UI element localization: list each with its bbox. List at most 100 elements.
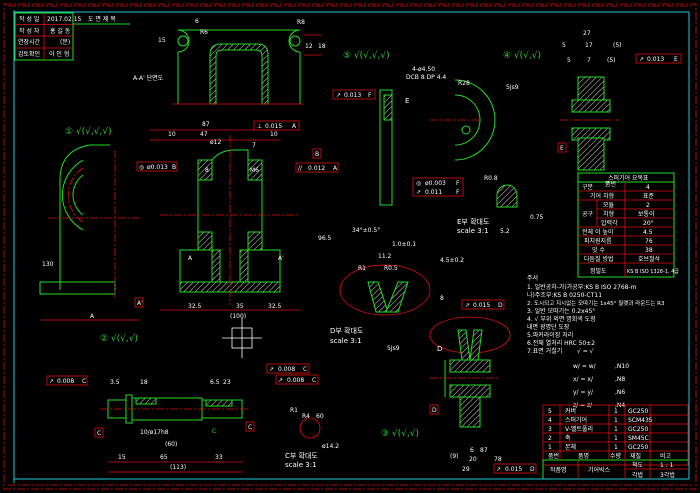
roughness-val: ,N6 xyxy=(615,389,625,396)
datum-a: A' xyxy=(137,300,143,307)
project-name: 기어박스 xyxy=(588,466,611,474)
dim: 7 xyxy=(252,142,256,149)
gear-cell: 잇 수 xyxy=(592,247,605,254)
top-section-view[interactable]: A-A' 단면도 6 15 R6 R8 12 18 xyxy=(133,18,326,105)
scale-label: 척도 xyxy=(632,461,644,469)
dim: 6 xyxy=(195,18,199,25)
dim: R1 xyxy=(358,265,366,272)
scale-value: 1 : 1 xyxy=(660,462,674,469)
tol-value: ø0.003 xyxy=(425,180,446,187)
surface-mark-1: ① √(√,√,√) xyxy=(65,126,112,137)
tol-runout: ↗ xyxy=(278,377,283,384)
gear-cell: 피치원지름 xyxy=(584,237,612,245)
surface-mark-2: ② √(√,√) xyxy=(100,333,138,344)
dim: R28 xyxy=(458,80,470,87)
dim: 8 xyxy=(440,295,444,302)
notes: 주서 1. 일반공차-가)가공부:KS B ISO 2768-m 나)주조부:K… xyxy=(527,274,665,409)
dim: 87 xyxy=(480,447,488,454)
tol-datum: C xyxy=(82,378,86,385)
detail-e-view[interactable]: R0.8 0.75 5.2 E부 확대도 scale 3:1 xyxy=(457,175,544,235)
gear-cell: 표준 xyxy=(643,193,655,200)
parts-cell: 1 xyxy=(548,444,552,451)
roughness: √ = √ xyxy=(577,348,594,355)
parts-cell: 1 xyxy=(614,426,618,433)
dim: 1.0±0.1 xyxy=(392,241,416,248)
gear-cell: 76 xyxy=(645,238,653,245)
gear-cell: 38 xyxy=(645,247,653,254)
parts-cell: 1 xyxy=(614,435,618,442)
detail-d-title: D부 확대도 xyxy=(330,326,364,335)
dim: 7 xyxy=(587,57,591,64)
dim: 33 xyxy=(215,454,223,461)
dim: (9) xyxy=(450,453,459,460)
detail-c-title: C부 확대도 xyxy=(285,451,318,460)
dim: 130 xyxy=(42,261,54,268)
tol-conc: ◎ xyxy=(416,180,421,187)
datum-c: C xyxy=(248,424,252,431)
parts-cell: 5 xyxy=(548,408,552,415)
parts-cell: GC250 xyxy=(628,426,648,433)
parts-footer: 품번 품명 수량 재질 비고 작품명 기어박스 척도 1 : 1 각법 3각법 xyxy=(548,452,675,479)
dim: 20 xyxy=(469,456,477,463)
tol-datum: B xyxy=(172,164,176,171)
datum-d: D xyxy=(432,407,437,414)
tol-datum: E xyxy=(674,56,678,63)
tb-value-review: 이 인 형 xyxy=(49,50,69,58)
parts-cell: GC250 xyxy=(628,408,648,415)
dim: 10 xyxy=(270,131,278,138)
parts-cell: 1 xyxy=(614,444,618,451)
gear-cell: 4.5 xyxy=(643,229,653,236)
tol-runout: ↗ xyxy=(49,378,54,385)
cover-view[interactable]: ⑤ √(√,√,√) 4-ø4.50 DCB 8 DP 4.4 E R28 ↗ … xyxy=(332,50,496,206)
surface-mark-3: ③ √(√,√) xyxy=(381,428,419,439)
section-aa-label: A-A' 단면도 xyxy=(133,74,164,82)
ph: 품명 xyxy=(578,452,589,460)
ph: 품번 xyxy=(548,452,559,460)
tol-value: 0.013 xyxy=(647,56,664,63)
tol-datum: C xyxy=(312,377,316,384)
note-line: 3. 일반 모따기는 0.2x45° xyxy=(527,307,595,315)
dim: 87 xyxy=(202,121,210,128)
gear-cell: 보통이 xyxy=(638,210,655,218)
drawing-border xyxy=(3,3,697,490)
shaft-view[interactable]: ② √(√,√) 3.5 18 6.5 23 10/ø17h8 (60) 15 … xyxy=(46,318,339,473)
tb-value-author: 홍 길 동 xyxy=(50,27,71,35)
dim: 0.75 xyxy=(530,214,544,221)
roughness: x/ = x/ xyxy=(573,376,594,383)
dim: 4.5±0.2 xyxy=(440,257,464,264)
vbelt-pulley-view[interactable]: ③ √(√,√) D 5Js9 78 87 6 (9) 20 29 D ↗ 0.… xyxy=(381,299,537,474)
dim: 6 xyxy=(470,447,474,454)
dim: 18 xyxy=(140,379,148,386)
project-label: 작품명 xyxy=(550,466,567,474)
tb-drawing-title: 도 면 제 목 xyxy=(88,15,116,23)
dim: 15 xyxy=(118,454,126,461)
sprocket-view[interactable]: ④ √(√,√) 27 5 17 (5) 5 7 (5) 5Js9 E ↗ 0.… xyxy=(503,30,682,171)
gear-cell: 정밀도 xyxy=(590,267,607,275)
gear-cell: 20° xyxy=(643,220,654,227)
datum-b: B xyxy=(315,151,319,158)
detail-d-view[interactable]: 34°±0.5° 1.0±0.1 11.2 R0.5 R1 4.5±0.2 8 … xyxy=(330,227,464,345)
gear-cell: 다듬질 방법 xyxy=(584,255,614,263)
detail-c-marker: C xyxy=(212,428,216,435)
detail-e-scale: scale 3:1 xyxy=(457,227,489,235)
tol-value: 0.012 xyxy=(308,165,325,172)
body-front-view[interactable]: ① √(√,√,√) 130 A A' 87 10 47 10 ø12 7 M6 xyxy=(39,120,339,321)
gear-cell: 공구 xyxy=(582,211,594,218)
ph: 비고 xyxy=(660,452,672,460)
surface-mark-5: ⑤ √(√,√,√) xyxy=(343,50,390,61)
note-line: 1. 일반공차-가)가공부:KS B ISO 2768-m xyxy=(527,283,637,291)
ph: 수량 xyxy=(610,453,622,460)
gear-cell: 호브절삭 xyxy=(638,255,661,263)
tol-value: 0.015 xyxy=(265,123,282,130)
parts-cell: 축 xyxy=(565,434,571,442)
dim: 34°±0.5° xyxy=(352,227,380,234)
dim: 4-ø4.50 xyxy=(412,66,435,73)
dim: R0.5 xyxy=(384,265,398,272)
tol-datum: D xyxy=(530,466,535,473)
dim: 5Js9 xyxy=(387,345,400,352)
dim: 18 xyxy=(318,43,326,50)
tol-value: 0.011 xyxy=(425,189,442,196)
tol-datum: A xyxy=(292,123,297,130)
